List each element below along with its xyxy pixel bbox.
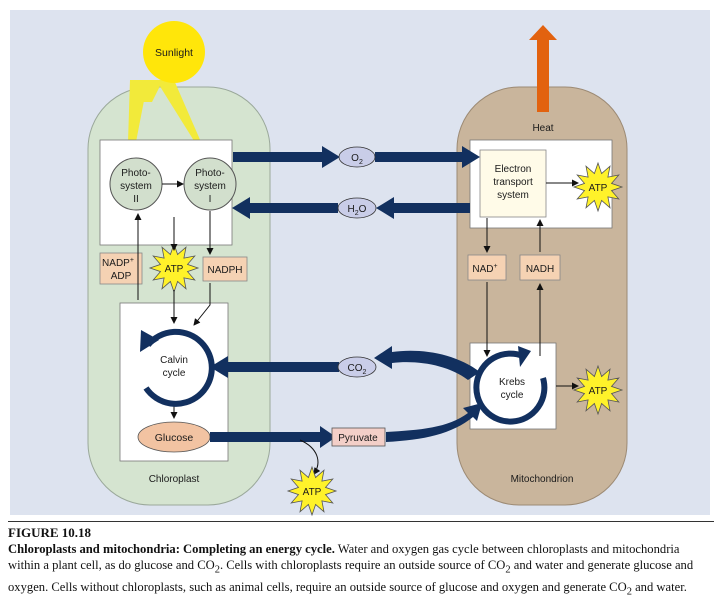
adp-label: ADP [111,271,132,282]
arrow-pyruvate-to-krebs [386,403,482,442]
figure-number: FIGURE 10.18 [8,525,92,540]
atp-burst-etc [572,161,624,213]
etc-box [479,149,547,218]
arrow-o2-left-segment [233,146,340,168]
nadph-label: NADPH [207,265,242,276]
arrow-o2-right-segment [375,146,480,168]
nad-label: NAD+ [472,263,497,275]
glucose-label: Glucose [155,432,194,444]
atp-burst-krebs [572,364,624,416]
photosystem-i-line3: I [209,194,212,205]
krebs-cycle-ring [473,350,548,425]
nadh-box [519,254,561,281]
photosystem-i-line1: Photo- [195,168,224,179]
caption-body-4: and water. [631,579,687,594]
calvin-label-line2: cycle [163,368,186,379]
caption-body-3: and water and generate glucose and oxyge… [8,558,694,594]
calvin-label-line1: Calvin [160,355,188,366]
caption-sub-2: 2 [505,564,511,576]
photosystem-ii-line2: system [120,181,152,192]
atp-burst-pyruvate [286,465,338,517]
caption-sub-3: 2 [626,586,632,598]
pyruvate-label: Pyruvate [338,433,378,444]
atp-label-etc: ATP [589,183,608,194]
photosystem-ii-line3: II [133,194,139,205]
nad-box [467,254,507,281]
nadp-label: NADP+ [102,257,134,269]
arrow-glucose-to-pyruvate [210,426,336,448]
sunlight-label: Sunlight [155,47,193,59]
mitochondrion-label: Mitochondrion [511,474,574,485]
co2-oval [337,356,377,378]
caption-sub-1: 2 [214,564,220,576]
atp-label-krebs: ATP [589,386,608,397]
caption-body-1: Water and oxygen gas cycle between chlor… [8,542,680,572]
etc-label-line2: transport [493,177,533,188]
photosystem-i [183,157,237,211]
caption-body-2: . Cells with chloroplasts require an out… [219,558,506,572]
arrow-h2o-left-segment [232,197,338,219]
krebs-label-line2: cycle [501,390,524,401]
arrow-co2-left-segment [210,356,339,378]
arrow-pyruvate-to-atp [299,439,321,475]
calvin-cycle-ring [143,328,215,407]
o2-label: O2 [351,153,363,166]
heat-label: Heat [532,123,553,134]
figure-caption: FIGURE 10.18 Chloroplasts and mitochondr… [8,521,714,600]
chloroplast-label: Chloroplast [149,474,200,485]
caption-rule [8,521,714,522]
caption-heading: Chloroplasts and mitochondria: Completin… [8,542,335,556]
nadph-box [202,256,248,282]
nadh-label: NADH [526,264,554,275]
o2-oval [338,146,376,168]
arrow-h2o-right-segment [376,197,470,219]
nadp-adp-box [99,252,143,285]
sun-icon [143,21,205,83]
arrow-nadph-to-calvin [193,283,211,326]
etc-label-line3: system [497,190,529,201]
calvin-cycle-arrowhead [140,330,159,352]
atp-label-chloroplast: ATP [165,264,184,275]
etc-label-line1: Electron [495,164,532,175]
photosystem-i-line2: system [194,181,226,192]
h2o-label: H2O [348,204,367,217]
energy-cycle-diagram: Sunlight Heat Photo- system II Photo- sy… [10,10,710,517]
h2o-oval [337,197,377,219]
heat-arrow [529,25,557,112]
atp-label-pyruvate: ATP [303,487,322,498]
arrow-co2-right-segment [374,346,480,380]
pyruvate-box [331,427,386,447]
krebs-cycle-arrowhead [518,346,531,367]
photosystem-ii-line1: Photo- [121,168,150,179]
co2-label: CO2 [348,363,367,376]
krebs-label-line1: Krebs [499,377,525,388]
